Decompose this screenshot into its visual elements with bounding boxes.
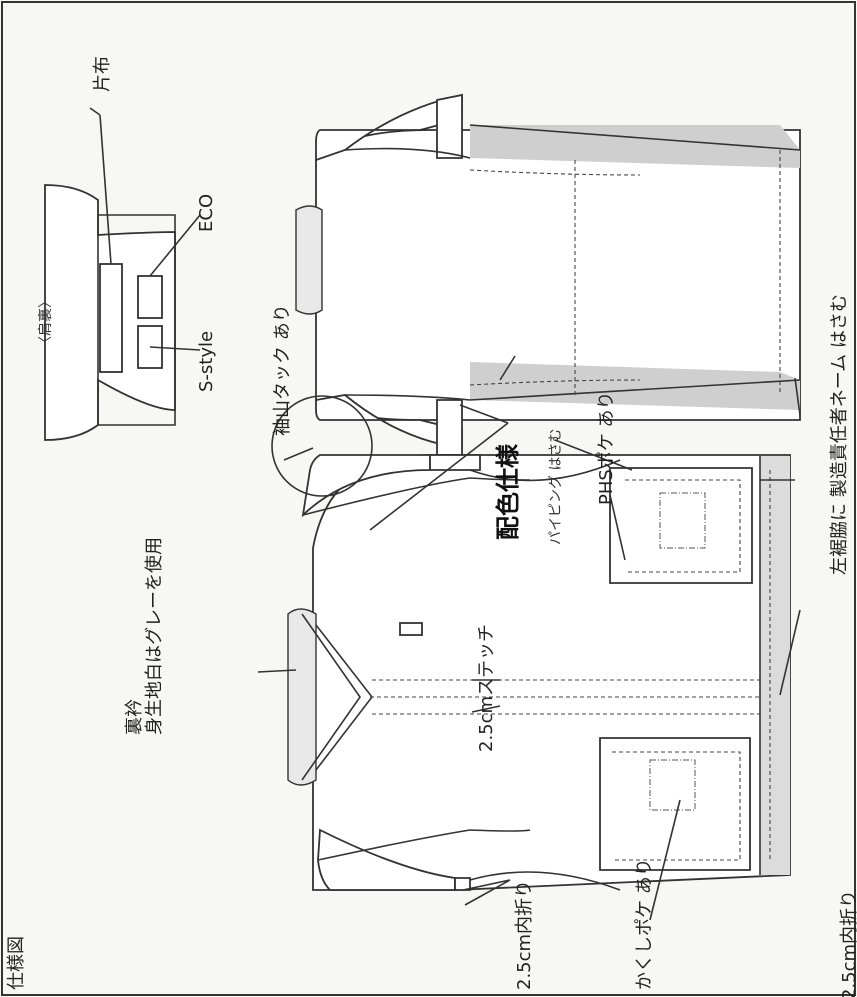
back-shoulder-piece xyxy=(44,107,201,441)
eco-tag xyxy=(137,275,163,319)
sleeve-tuck-label: 袖山タック あり xyxy=(272,304,293,436)
color-spec-label: 配色仕様 xyxy=(494,443,522,540)
sstyle-label: S-style xyxy=(196,331,217,392)
phs-pocket-label: PHSポケ あり xyxy=(596,391,617,505)
hidden-pocket-label: かくしポケ あり xyxy=(634,858,655,990)
maker-label-note: 左裾脇に 製造責任者ネーム はさむ xyxy=(829,294,850,575)
katanuno-patch xyxy=(99,263,123,373)
hem-fold-label: 2.5cm内折り xyxy=(839,890,857,997)
body-fabric-label: 身生地白はグレーを使用 xyxy=(144,537,165,735)
labels: 仕様図 〈肩裏〉 片布 ECO S-style 袖山タック あり 配色仕様 パイ… xyxy=(6,56,857,997)
back-label: 〈肩裏〉 xyxy=(37,294,54,350)
sleeve-fold-label: 2.5cm内折り xyxy=(514,880,535,990)
back-view-garment xyxy=(295,93,801,456)
eco-label: ECO xyxy=(196,194,217,232)
stitch-label: 2.5cmステッチ xyxy=(476,624,497,752)
front-view-garment xyxy=(271,395,791,891)
leader-lines xyxy=(257,404,801,921)
katanuno-label: 片布 xyxy=(92,56,113,92)
back-collar-label: 裏衿 xyxy=(124,699,145,735)
piping-label: パイピング はさむ xyxy=(548,429,564,545)
title-text: 仕様図 xyxy=(6,936,27,990)
